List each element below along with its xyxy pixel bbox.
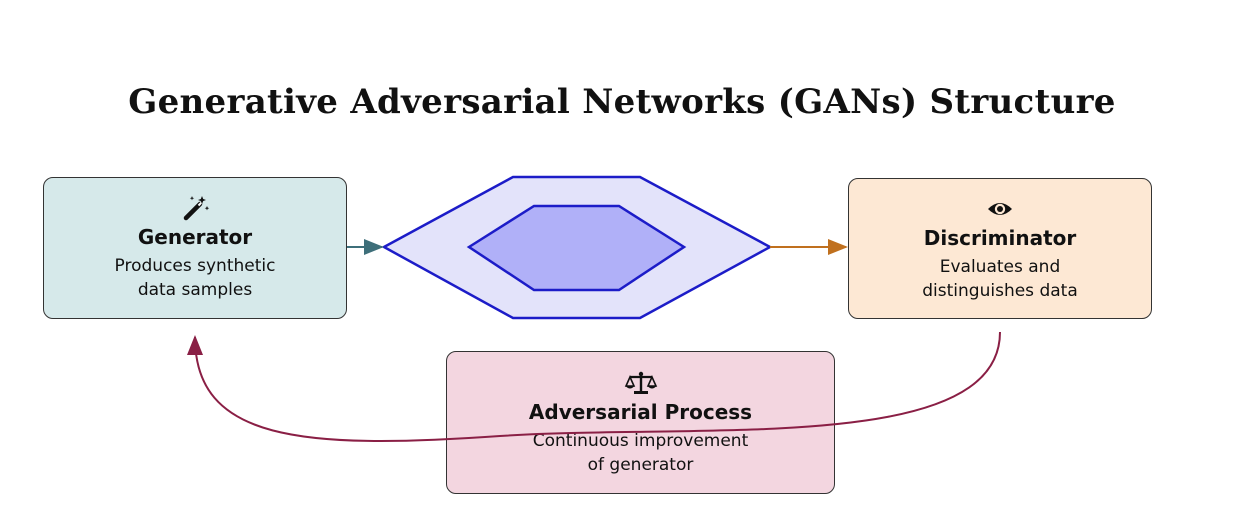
generator-title: Generator [137,225,253,249]
eye-icon [988,202,1012,215]
diagram-title: Generative Adversarial Networks (GANs) S… [128,82,1116,122]
magic-wand-icon [183,196,210,221]
inner-hexagon [466,204,687,292]
adversarial-description: Continuous improvement of generator [532,430,749,475]
generator-description: Produces synthetic data samples [114,256,276,300]
discriminator-title: Discriminator [923,225,1077,250]
discriminator-description: Evaluates and distinguishes data [922,256,1078,301]
generator-node[interactable]: Generator Produces synthetic data sample… [43,177,347,319]
adversarial-title: Adversarial Process [528,399,753,424]
adversarial-process-node[interactable]: Adversarial Process Continuous improveme… [446,351,835,494]
discriminator-node[interactable]: Discriminator Evaluates and distinguishe… [848,178,1152,319]
balance-scale-icon [624,371,657,394]
